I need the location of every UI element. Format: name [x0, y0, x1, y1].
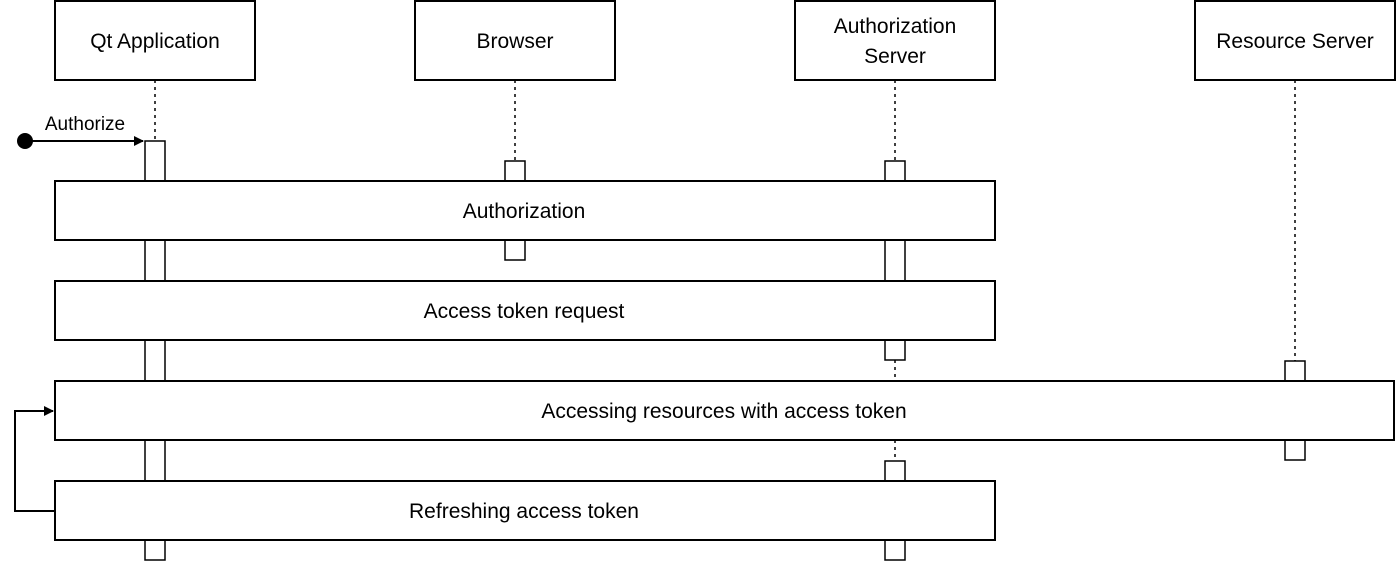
activation-qt-3 — [144, 339, 166, 382]
activation-browser-2 — [504, 239, 526, 261]
fragment-access-token-request — [54, 280, 996, 341]
activation-qt-5 — [144, 539, 166, 561]
activation-browser-1 — [504, 160, 526, 182]
participant-qt-application-label: Qt Application — [90, 30, 220, 53]
participant-authorization-server-box — [794, 0, 996, 81]
activation-qt-2 — [144, 239, 166, 282]
participant-browser-label: Browser — [476, 30, 553, 53]
activation-qt-1 — [144, 140, 166, 182]
participant-authorization-server-label-line1: Authorization — [834, 15, 957, 38]
fragment-authorization-label: Authorization — [463, 200, 586, 223]
authorize-label: Authorize — [45, 114, 125, 135]
activation-auth-5 — [884, 539, 906, 561]
activation-auth-4 — [884, 460, 906, 482]
fragment-accessing-resources — [54, 380, 1395, 441]
participant-resource-server-label: Resource Server — [1216, 30, 1374, 53]
participant-browser-box — [414, 0, 616, 81]
fragment-refreshing-access-token-label: Refreshing access token — [409, 500, 639, 523]
participant-authorization-server-label-line2: Server — [864, 45, 926, 68]
activation-resource-2 — [1284, 439, 1306, 461]
fragment-access-token-request-label: Access token request — [424, 300, 625, 323]
participant-resource-server-box — [1194, 0, 1396, 81]
loop-back-arrow — [14, 406, 55, 512]
activation-resource-1 — [1284, 360, 1306, 382]
activation-auth-3 — [884, 339, 906, 361]
fragment-accessing-resources-label: Accessing resources with access token — [541, 400, 906, 423]
participant-qt-application-box — [54, 0, 256, 81]
fragment-authorization — [54, 180, 996, 241]
activation-qt-4 — [144, 439, 166, 482]
activation-auth-2 — [884, 239, 906, 282]
activation-auth-1 — [884, 160, 906, 182]
